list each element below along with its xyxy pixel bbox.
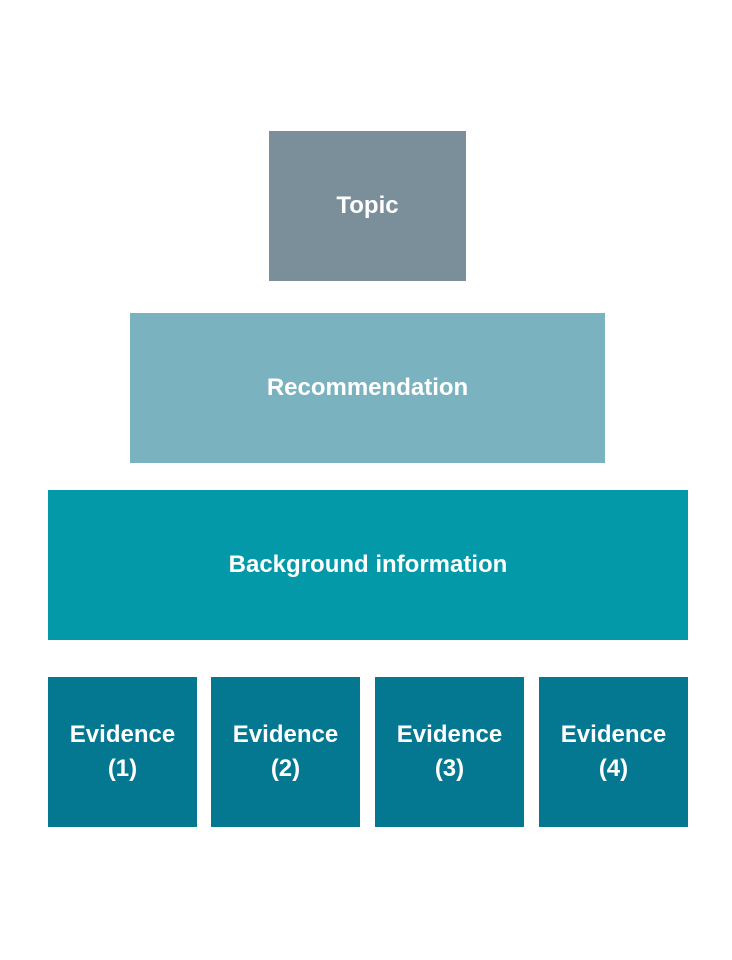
evidence-label-2: Evidence (2) — [232, 721, 339, 782]
evidence-label-4: Evidence (4) — [560, 721, 667, 782]
evidence-box-3: Evidence (3) — [375, 677, 524, 827]
recommendation-box: Recommendation — [130, 313, 605, 463]
evidence-box-4: Evidence (4) — [539, 677, 688, 827]
background-information-label: Background information — [228, 551, 508, 578]
evidence-box-2: Evidence (2) — [211, 677, 360, 827]
evidence-label-3: Evidence (3) — [396, 721, 503, 782]
topic-label: Topic — [336, 192, 399, 219]
recommendation-label: Recommendation — [266, 374, 469, 401]
evidence-box-1: Evidence (1) — [48, 677, 197, 827]
evidence-label-1: Evidence (1) — [69, 721, 176, 782]
background-information-box: Background information — [48, 490, 688, 640]
topic-box: Topic — [269, 131, 466, 281]
